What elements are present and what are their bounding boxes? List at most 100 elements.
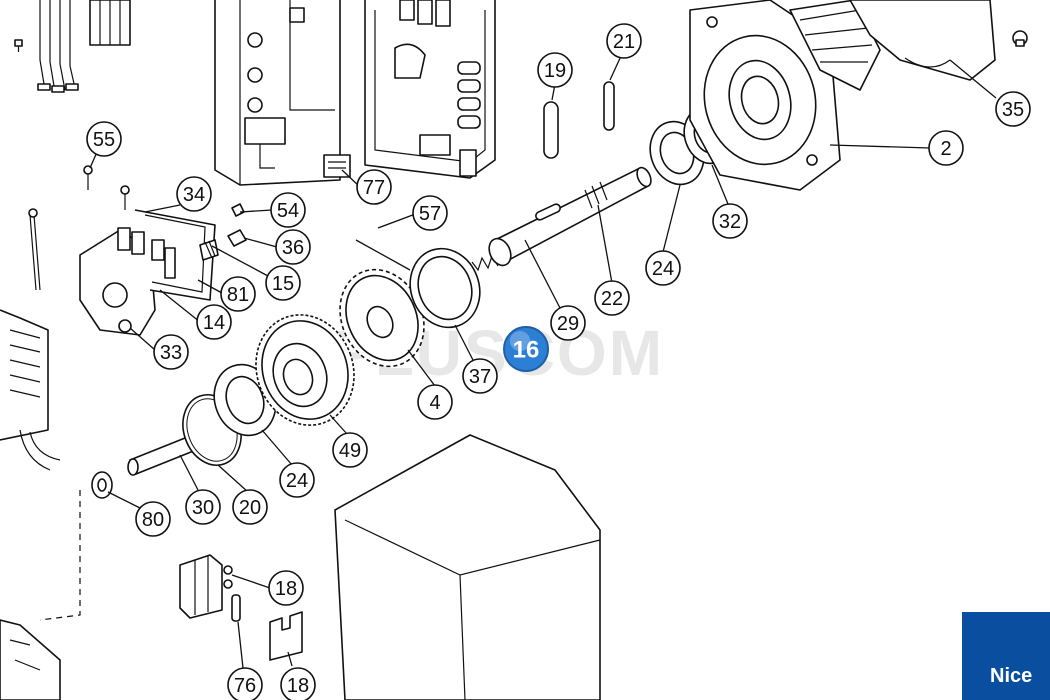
callout-number: 20 <box>239 497 261 519</box>
screw-icon <box>14 39 23 52</box>
callout-circle[interactable] <box>176 176 212 212</box>
terminal-block-part <box>179 554 233 619</box>
callout-37[interactable]: 37 <box>462 358 498 394</box>
callout-24[interactable]: 24 <box>645 250 681 286</box>
callout-circle[interactable] <box>265 265 301 301</box>
callout-circle[interactable] <box>928 130 964 166</box>
screw-icon <box>120 185 130 210</box>
bushing-part <box>409 247 481 329</box>
callout-number: 76 <box>234 675 256 697</box>
callout-76[interactable]: 76 <box>227 667 263 700</box>
callout-circle[interactable] <box>550 305 586 341</box>
callout-circle[interactable] <box>279 462 315 498</box>
gearbox-housing-part <box>689 0 841 191</box>
callout-55[interactable]: 55 <box>86 121 122 157</box>
callout-20[interactable]: 20 <box>232 489 268 525</box>
screw-icon <box>1012 30 1028 47</box>
callout-circle[interactable] <box>995 91 1031 127</box>
highlight-label: 16 <box>513 337 540 364</box>
callout-circle[interactable] <box>356 169 392 205</box>
callout-number: 54 <box>277 200 299 222</box>
callout-number: 18 <box>287 675 309 697</box>
highlighted-callout-16[interactable]: 16 <box>503 326 549 372</box>
callout-number: 24 <box>652 258 674 280</box>
callout-57[interactable]: 57 <box>412 195 448 231</box>
callout-number: 4 <box>429 392 440 414</box>
callout-circle[interactable] <box>86 121 122 157</box>
nice-logo: Nice <box>962 612 1050 700</box>
callout-circle[interactable] <box>412 195 448 231</box>
callout-circle[interactable] <box>645 250 681 286</box>
callout-circle[interactable] <box>220 276 256 312</box>
callout-circle[interactable] <box>594 280 630 316</box>
callout-circle[interactable] <box>270 192 306 228</box>
callout-number: 80 <box>142 509 164 531</box>
connector-clip-part <box>269 611 303 661</box>
callout-circle[interactable] <box>712 203 748 239</box>
callout-number: 32 <box>719 211 741 233</box>
callout-14[interactable]: 14 <box>196 304 232 340</box>
pin-part <box>543 101 559 159</box>
callout-circle[interactable] <box>275 229 311 265</box>
callout-number: 77 <box>363 177 385 199</box>
callout-34[interactable]: 34 <box>176 176 212 212</box>
housing-frame-part <box>214 0 341 186</box>
brand-box <box>962 612 1050 700</box>
highlight-badge[interactable] <box>503 326 549 372</box>
callout-number: 22 <box>601 288 623 310</box>
callout-circle[interactable] <box>153 334 189 370</box>
callout-circle[interactable] <box>268 570 304 606</box>
callout-15[interactable]: 15 <box>265 265 301 301</box>
callout-number: 57 <box>419 203 441 225</box>
callout-number: 2 <box>940 138 951 160</box>
callout-77[interactable]: 77 <box>356 169 392 205</box>
callout-24[interactable]: 24 <box>279 462 315 498</box>
callout-circle[interactable] <box>417 384 453 420</box>
callout-21[interactable]: 21 <box>606 23 642 59</box>
callout-circle[interactable] <box>135 501 171 537</box>
callout-circle[interactable] <box>196 304 232 340</box>
callout-number: 81 <box>227 284 249 306</box>
callout-36[interactable]: 36 <box>275 229 311 265</box>
callout-29[interactable]: 29 <box>550 305 586 341</box>
callout-circle[interactable] <box>232 489 268 525</box>
callout-49[interactable]: 49 <box>332 432 368 468</box>
callout-35[interactable]: 35 <box>995 91 1031 127</box>
callout-number: 29 <box>557 313 579 335</box>
callout-number: 55 <box>93 129 115 151</box>
callout-number: 24 <box>286 470 308 492</box>
callout-number: 18 <box>275 578 297 600</box>
callout-18[interactable]: 18 <box>280 667 316 700</box>
callout-number: 35 <box>1002 99 1024 121</box>
callout-19[interactable]: 19 <box>537 52 573 88</box>
callout-circle[interactable] <box>462 358 498 394</box>
callout-18[interactable]: 18 <box>268 570 304 606</box>
callout-circle[interactable] <box>185 489 221 525</box>
callout-4[interactable]: 4 <box>417 384 453 420</box>
callout-number: 49 <box>339 440 361 462</box>
callout-circle[interactable] <box>332 432 368 468</box>
transformer-part <box>0 309 61 471</box>
callout-22[interactable]: 22 <box>594 280 630 316</box>
callout-circle[interactable] <box>227 667 263 700</box>
callout-81[interactable]: 81 <box>220 276 256 312</box>
callout-30[interactable]: 30 <box>185 489 221 525</box>
callout-circle[interactable] <box>280 667 316 700</box>
long-screw-icon <box>28 208 41 291</box>
callout-33[interactable]: 33 <box>153 334 189 370</box>
callout-2[interactable]: 2 <box>928 130 964 166</box>
encoder-disc-part <box>339 268 425 368</box>
motor-cover-part <box>334 434 601 700</box>
callout-number: 34 <box>183 184 205 206</box>
callout-circle[interactable] <box>537 52 573 88</box>
control-board-part <box>364 0 496 179</box>
callout-32[interactable]: 32 <box>712 203 748 239</box>
callout-80[interactable]: 80 <box>135 501 171 537</box>
callout-circle[interactable] <box>606 23 642 59</box>
callout-54[interactable]: 54 <box>270 192 306 228</box>
drive-shaft-part <box>488 166 652 267</box>
pin-part <box>603 81 615 131</box>
callout-number: 30 <box>192 497 214 519</box>
